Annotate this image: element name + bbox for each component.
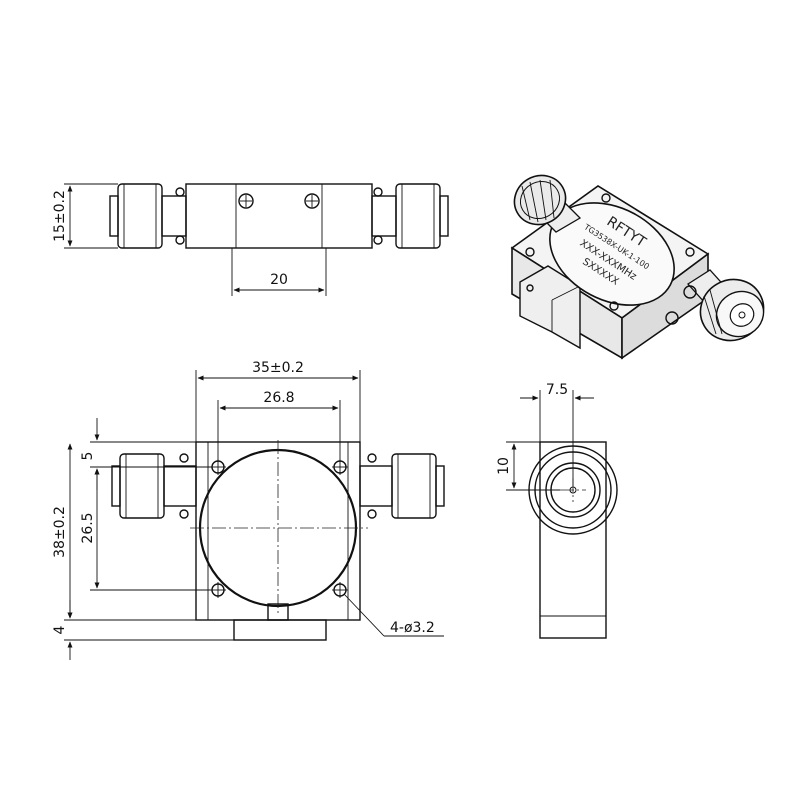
dim-width-top: 35±0.2 xyxy=(252,360,304,376)
dim-base-offset: 4 xyxy=(52,625,68,634)
mounting-hole-icon xyxy=(332,459,348,475)
screw-icon xyxy=(304,193,320,209)
top-right-connector xyxy=(359,453,445,519)
hole-callout: 4-ø3.2 xyxy=(390,620,435,636)
left-connector xyxy=(109,183,187,249)
dim-hole-offset-y: 5 xyxy=(80,452,96,461)
iso-connector-right xyxy=(665,269,765,342)
iso-connector-left xyxy=(513,174,582,233)
top-view: 35±0.2 26.8 5 26.5 38±0.2 4 4-ø3.2 xyxy=(52,360,445,660)
top-left-connector xyxy=(111,453,197,519)
right-connector xyxy=(371,183,449,249)
dim-height-side: 15±0.2 xyxy=(52,190,68,242)
end-view: 7.5 10 xyxy=(496,382,618,639)
side-view: 15±0.2 20 xyxy=(52,183,449,296)
mounting-hole-icon xyxy=(332,582,348,598)
dim-height-top: 38±0.2 xyxy=(52,506,68,558)
dim-width-side: 20 xyxy=(270,272,288,288)
isometric-view: RFTYT TG3538X-UK-1-100 XXX-XXXMHz SXXXXX xyxy=(510,174,765,360)
dim-hole-spacing-x: 26.8 xyxy=(263,390,294,406)
dim-connector-offset: 7.5 xyxy=(546,382,568,398)
dim-hole-spacing-y: 26.5 xyxy=(80,512,96,543)
dim-connector-height: 10 xyxy=(496,457,512,475)
screw-icon xyxy=(238,193,254,209)
